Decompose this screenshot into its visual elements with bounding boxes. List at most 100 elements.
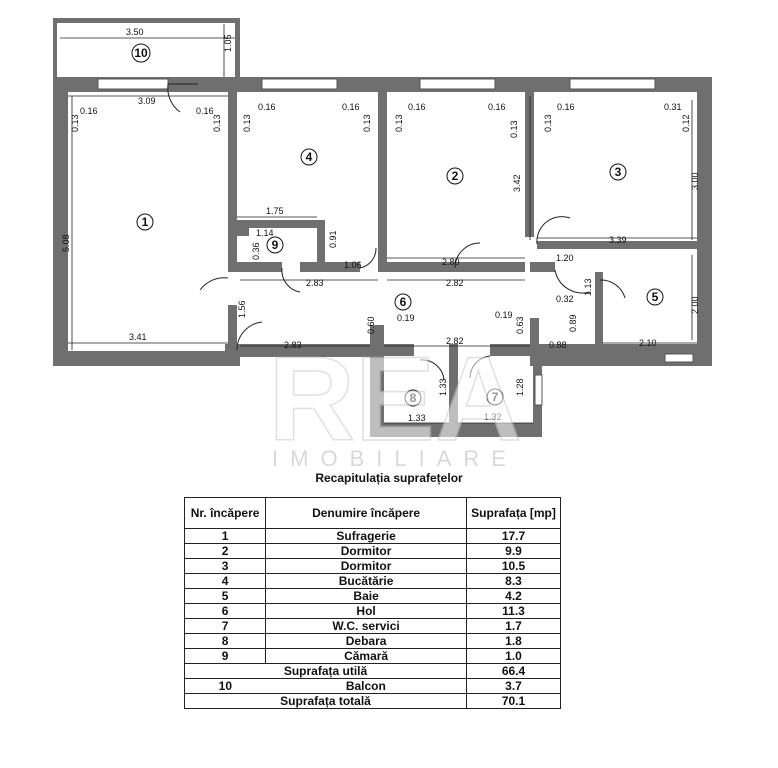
header-area: Suprafața [mp] — [466, 497, 561, 529]
dim-label: 0.88 — [549, 340, 567, 350]
dim-label: 0.16 — [408, 102, 426, 112]
cell-name: Sufragerie — [265, 528, 467, 544]
dim-label: 3.09 — [138, 96, 156, 106]
cell-name: Cămară — [265, 648, 467, 664]
cell-nr: 1 — [183, 528, 267, 544]
windows — [97, 78, 694, 406]
dim-label: 0.13 — [543, 114, 553, 132]
total-area-row: Suprafața totală 70.1 — [184, 693, 561, 709]
dim-label: 1.14 — [256, 228, 274, 238]
svg-text:8: 8 — [410, 391, 417, 405]
dimension-lines — [60, 24, 697, 424]
cell-nr: 9 — [183, 648, 267, 664]
cell-area: 1.8 — [466, 633, 561, 649]
walls — [53, 18, 712, 437]
dim-label: 0.13 — [394, 114, 404, 132]
cell-name: Dormitor — [265, 543, 467, 559]
dim-label: 1.13 — [583, 278, 593, 296]
dim-label: 0.13 — [70, 114, 80, 132]
cell-nr: 7 — [183, 618, 267, 634]
svg-text:6: 6 — [400, 295, 407, 309]
dim-label: 0.13 — [242, 114, 252, 132]
total-area-label: Suprafața totală — [184, 693, 467, 709]
svg-text:7: 7 — [492, 390, 499, 404]
dim-label: 0.16 — [258, 102, 276, 112]
cell-name: Hol — [265, 603, 467, 619]
dim-label: 3.42 — [512, 174, 522, 192]
dim-label: 2.82 — [446, 278, 464, 288]
dim-label: 0.16 — [557, 102, 575, 112]
dim-label: 0.89 — [568, 314, 578, 332]
summary-title: Recapitulația suprafețelor — [315, 471, 463, 485]
watermark: REA IMOBILIARE — [268, 331, 523, 470]
dim-label: 0.36 — [251, 242, 261, 260]
dim-label: 3.00 — [690, 172, 700, 190]
cell-nr: 10 — [183, 678, 266, 694]
cell-nr: 6 — [183, 603, 267, 619]
dim-label: 2.83 — [306, 278, 324, 288]
header-nr: Nr. încăpere — [183, 497, 267, 529]
svg-text:9: 9 — [272, 238, 279, 252]
dim-label: 0.16 — [196, 106, 214, 116]
dim-label: 0.16 — [488, 102, 506, 112]
header-name: Denumire încăpere — [265, 497, 467, 529]
room-2-label: 2 — [446, 167, 464, 185]
dim-label: 0.63 — [515, 316, 525, 334]
dim-label: 0.31 — [664, 102, 682, 112]
area-summary-table: Nr. încăpere Denumire încăpere Suprafața… — [183, 497, 561, 709]
room-10-label: 10 — [131, 43, 151, 63]
cell-area: 11.3 — [466, 603, 561, 619]
dim-label: 3.41 — [129, 332, 147, 342]
dim-label: 0.13 — [212, 114, 222, 132]
dim-label: 0.32 — [556, 294, 574, 304]
cell-nr: 8 — [183, 633, 267, 649]
cell-name: W.C. servici — [265, 618, 467, 634]
svg-text:3: 3 — [615, 165, 622, 179]
useful-area-label: Suprafața utilă — [184, 663, 467, 679]
cell-name: Balcon — [265, 678, 467, 694]
cell-area: 10.5 — [466, 558, 561, 574]
room-6-label: 6 — [394, 293, 412, 311]
dim-label: 1.05 — [223, 34, 233, 52]
cell-nr: 5 — [183, 588, 267, 604]
cell-nr: 3 — [183, 558, 267, 574]
table-header-row: Nr. încăpere Denumire încăpere Suprafața… — [183, 497, 561, 529]
dim-label: 2.82 — [446, 336, 464, 346]
dim-label: 1.32 — [484, 412, 502, 422]
dim-label: 0.19 — [495, 310, 513, 320]
dim-label: 5.08 — [61, 234, 71, 252]
dim-label: 1.33 — [438, 378, 448, 396]
cell-area: 1.7 — [466, 618, 561, 634]
useful-area-row: Suprafața utilă 66.4 — [184, 663, 561, 679]
room-labels: 1 2 3 4 5 6 7 8 9 10 — [131, 43, 664, 407]
dim-label: 3.50 — [126, 27, 144, 37]
room-3-label: 3 — [609, 163, 627, 181]
svg-text:1: 1 — [142, 215, 149, 229]
dim-label: 1.20 — [556, 253, 574, 263]
cell-nr: 2 — [183, 543, 267, 559]
room-4-label: 4 — [300, 148, 318, 166]
cell-name: Dormitor — [265, 558, 467, 574]
dim-label: 3.39 — [609, 235, 627, 245]
floor-plan: 1 2 3 4 5 6 7 8 9 10 3.50 1.05 3.09 0.16… — [53, 18, 712, 470]
dimension-labels: 3.50 1.05 3.09 0.16 0.16 0.13 0.13 0.16 … — [61, 27, 700, 423]
dim-label: 0.13 — [362, 114, 372, 132]
cell-area: 9.9 — [466, 543, 561, 559]
cell-area: 8.3 — [466, 573, 561, 589]
dim-label: 1.28 — [515, 378, 525, 396]
svg-text:5: 5 — [652, 290, 659, 304]
balcony-row: 10 Balcon 3.7 — [183, 678, 561, 694]
dim-label: 0.16 — [80, 106, 98, 116]
doors — [167, 83, 626, 381]
cell-name: Baie — [265, 588, 467, 604]
svg-text:REA: REA — [268, 332, 521, 466]
cell-area: 1.0 — [466, 648, 561, 664]
room-1-label: 1 — [136, 213, 154, 231]
cell-nr: 4 — [183, 573, 267, 589]
